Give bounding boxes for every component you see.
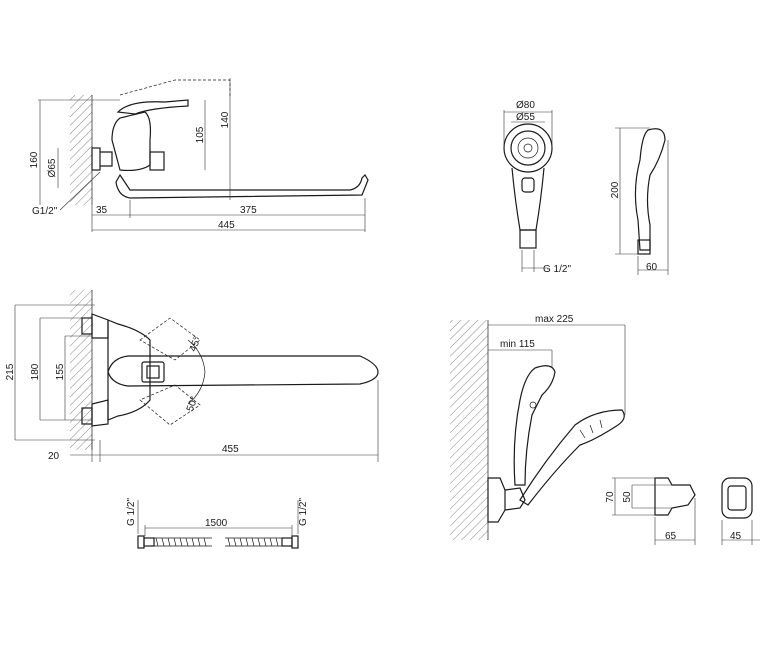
dim-length-445: 445 bbox=[218, 220, 235, 231]
dim-head-55: Ø55 bbox=[516, 112, 535, 123]
wall-hatch bbox=[70, 95, 92, 205]
shower-holder-view: max 225 min 115 bbox=[450, 314, 626, 540]
dim-max-225: max 225 bbox=[535, 314, 574, 325]
dim-thread-shower: G 1/2" bbox=[543, 264, 571, 275]
dim-holder-65: 65 bbox=[665, 531, 677, 542]
dim-hose-thread-right: G 1/2" bbox=[298, 498, 309, 526]
dim-hose-length: 1500 bbox=[205, 518, 228, 529]
dim-hose-thread-left: G 1/2" bbox=[126, 498, 137, 526]
dim-diameter-65: Ø65 bbox=[47, 158, 58, 177]
dim-head-80: Ø80 bbox=[516, 100, 535, 111]
holder-front-detail: 45 bbox=[721, 477, 760, 545]
dim-height-215: 215 bbox=[5, 363, 16, 380]
side-view-faucet: 160 140 105 Ø65 G1/2" 35 375 445 bbox=[29, 78, 369, 232]
dim-shower-200: 200 bbox=[610, 181, 621, 198]
dim-height-105: 105 bbox=[195, 126, 206, 143]
dim-holder-50: 50 bbox=[622, 491, 633, 503]
dim-angle-45: 45° bbox=[188, 335, 204, 353]
dim-thread-side: G1/2" bbox=[32, 206, 58, 217]
dim-holder-70: 70 bbox=[605, 491, 616, 503]
dim-reach-455: 455 bbox=[222, 444, 239, 455]
hand-shower-side-view: 200 60 bbox=[610, 127, 669, 275]
dim-holder-45: 45 bbox=[730, 531, 742, 542]
wall-hatch bbox=[450, 320, 488, 540]
dim-shower-depth-60: 60 bbox=[646, 262, 658, 273]
dim-angle-50: 50° bbox=[185, 395, 201, 413]
holder-bracket-detail: 70 50 65 bbox=[605, 477, 696, 545]
dim-wall-20: 20 bbox=[48, 451, 60, 462]
top-view-faucet: 215 180 155 45° 50° 20 455 bbox=[5, 290, 379, 462]
dim-height-160: 160 bbox=[29, 151, 40, 168]
dim-height-180: 180 bbox=[30, 363, 41, 380]
dim-offset-35: 35 bbox=[96, 205, 108, 216]
dim-min-115: min 115 bbox=[500, 339, 535, 350]
dim-spout-375: 375 bbox=[240, 205, 257, 216]
dim-height-140: 140 bbox=[220, 111, 231, 128]
shower-hose: G 1/2" G 1/2" 1500 bbox=[126, 498, 309, 549]
dim-height-155: 155 bbox=[55, 363, 66, 380]
wall-hatch bbox=[70, 290, 92, 450]
hand-shower-front-view: Ø80 Ø55 G 1/2" bbox=[503, 100, 571, 275]
